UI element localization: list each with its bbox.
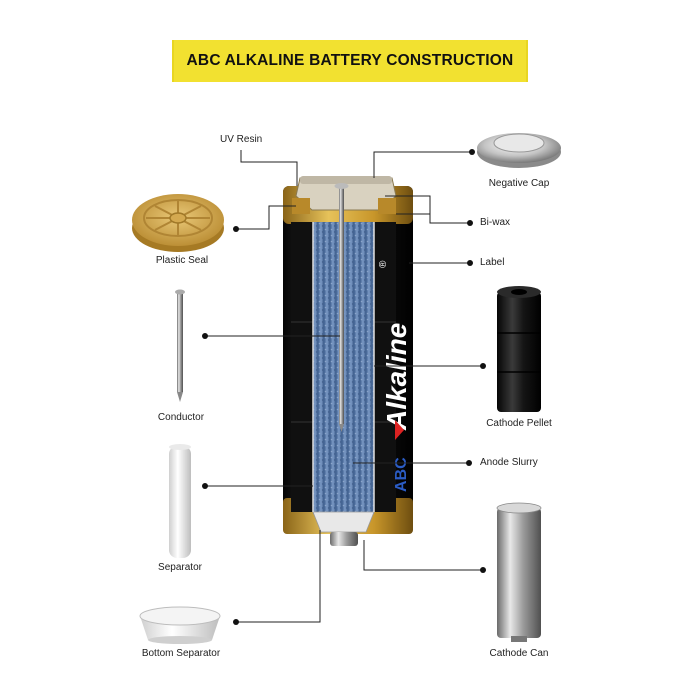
label-plastic-seal: Plastic Seal	[155, 255, 209, 266]
cathode-pellet-icon	[497, 286, 541, 412]
battery-registered-mark: ®	[378, 260, 389, 268]
leader-bi-wax-2	[396, 213, 431, 223]
bottom-separator-icon	[139, 606, 221, 644]
cathode-wall-left	[291, 222, 313, 512]
leader-dots	[202, 149, 486, 625]
battery-brand-word: Alkaline	[381, 323, 412, 431]
leader-uv-resin	[240, 150, 298, 186]
label-bottom-separator: Bottom Separator	[141, 648, 221, 659]
conductor-icon	[175, 289, 185, 402]
plastic-seal-icon	[132, 194, 224, 252]
leader-cathode-can	[363, 540, 483, 571]
battery-brand-prefix: ABC	[393, 457, 410, 492]
label-separator: Separator	[158, 562, 202, 573]
battery-cutaway: Alkaline ABC ®	[283, 176, 413, 546]
battery-bi-wax-left	[292, 198, 310, 214]
label-bi-wax: Bi-wax	[480, 217, 511, 228]
separator-icon	[169, 444, 191, 558]
cathode-wall-right	[374, 222, 396, 512]
battery-brand-mark	[395, 420, 404, 440]
leader-bottom-separator	[236, 530, 321, 623]
label-conductor: Conductor	[157, 412, 205, 423]
label-uv-resin: UV Resin	[220, 134, 263, 145]
title-banner: ABC ALKALINE BATTERY CONSTRUCTION	[172, 40, 528, 82]
label-anode-slurry: Anode Slurry	[480, 457, 538, 468]
cathode-can-icon	[496, 502, 542, 642]
leader-bi-wax-1	[385, 195, 470, 224]
leader-negative-cap	[373, 151, 472, 178]
battery-bottom-cup	[312, 511, 375, 533]
page-title: ABC ALKALINE BATTERY CONSTRUCTION	[186, 52, 514, 69]
label-cathode-pellet: Cathode Pellet	[486, 418, 552, 429]
label-label: Label	[480, 257, 505, 268]
label-negative-cap: Negative Cap	[488, 178, 550, 189]
battery-bi-wax-right	[378, 198, 396, 214]
leader-plastic-seal	[236, 205, 296, 230]
leader-lines	[205, 150, 483, 623]
battery-conductor-nail	[339, 184, 344, 424]
battery-bottom-nub	[330, 532, 358, 546]
label-cathode-can: Cathode Can	[489, 648, 549, 659]
negative-cap-icon	[477, 133, 561, 168]
